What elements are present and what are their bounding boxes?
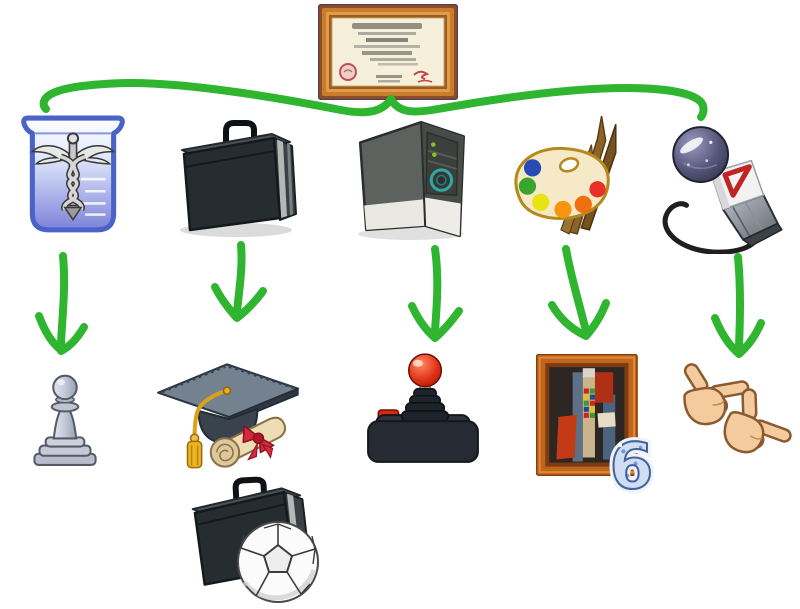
arrow-computer-to-joystick [408,245,463,342]
mosaic-pattern [583,388,595,418]
briefcase-icon [170,114,314,238]
pointing-hand-upper [683,363,750,426]
arrow-beaker-to-pawn [35,252,88,355]
arrow-microphone-to-hands [711,253,765,358]
briefcase-soccer-ball-icon [182,472,328,606]
caduceus-icon [30,132,116,222]
arrow-briefcase-to-graduation [211,241,267,322]
joystick-icon [362,352,484,466]
framed-painting-icon: 6 6 [536,354,660,494]
computer-tower-icon [348,108,482,240]
arrow-palette-to-painting [548,245,610,340]
pointing-hands-icon [672,358,794,464]
svg-text:6: 6 [610,430,654,494]
soccer-ball-icon [237,521,319,603]
tassel-cord [192,388,228,438]
paint-palette-icon [502,108,624,242]
diploma-scroll-icon [209,416,287,468]
news-microphone-icon [658,116,792,254]
graduation-cap-diploma-icon [150,352,304,480]
pointing-hand-lower [723,388,792,454]
station-logo-icon [722,164,752,198]
framed-certificate-icon [318,4,458,100]
svg-text:6: 6 [610,430,654,494]
glossy-six-badge: 6 6 [606,426,658,494]
chess-pawn-icon [22,366,108,468]
medicine-beaker-icon [16,112,130,238]
